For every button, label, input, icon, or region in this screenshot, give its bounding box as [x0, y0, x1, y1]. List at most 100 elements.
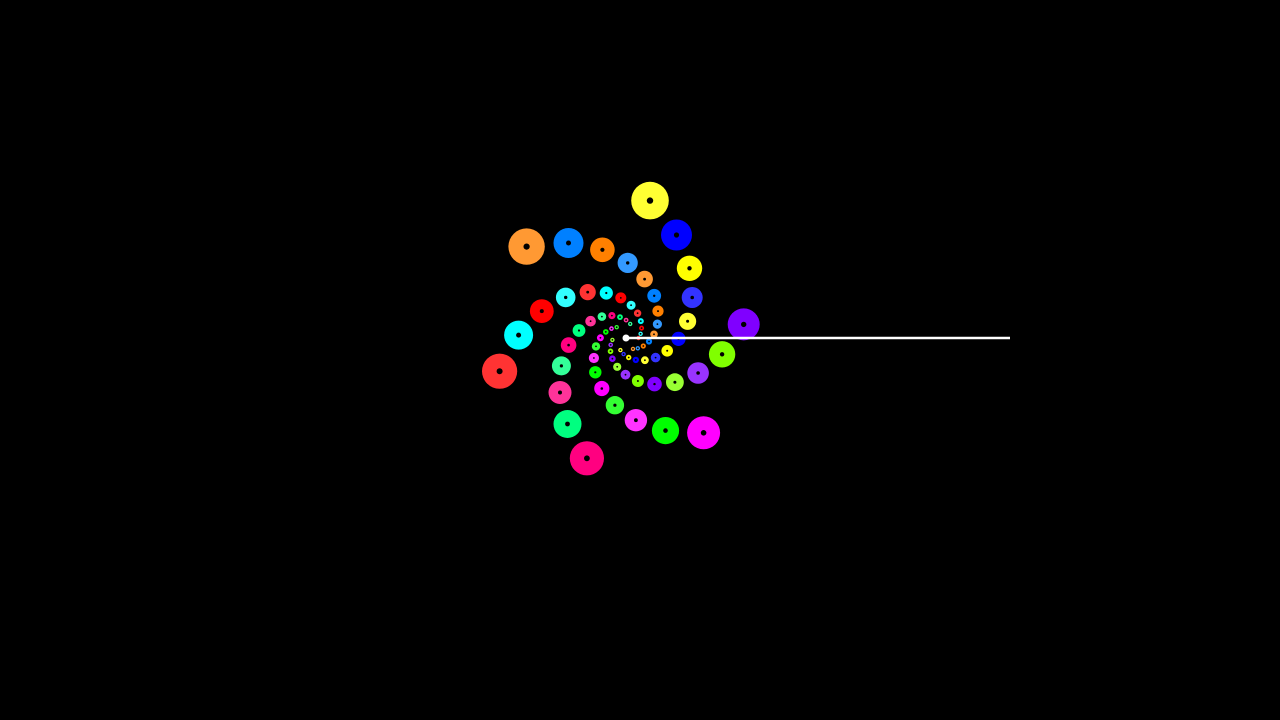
spiral-dot	[589, 366, 602, 379]
spiral-dot-hole	[719, 352, 725, 357]
spiral-dot	[588, 352, 600, 364]
dots-layer	[482, 181, 760, 476]
spiral-dot	[652, 305, 664, 317]
spiral-dot	[572, 324, 586, 337]
spiral-dot	[608, 342, 613, 348]
spiral-dot-hole	[666, 349, 669, 352]
spiral-dot-hole	[630, 304, 632, 307]
spiral-dot	[645, 338, 653, 345]
spiral-dot-hole	[604, 331, 607, 333]
spiral-dot	[640, 343, 646, 349]
spiral-dot-hole	[644, 359, 646, 362]
spiral-dot	[632, 356, 639, 364]
spiral-dot	[631, 375, 644, 387]
spiral-dot-hole	[559, 364, 564, 368]
spiral-dot-hole	[523, 243, 530, 250]
spiral-dot-hole	[653, 382, 656, 386]
spiral-dot-hole	[639, 332, 642, 335]
spiral-dot	[553, 228, 584, 258]
spiral-dot-hole	[589, 320, 592, 323]
spiral-dot	[687, 362, 709, 384]
spiral-dot	[617, 314, 623, 320]
spiral-dot-hole	[619, 297, 622, 299]
spiral-dot-hole	[558, 390, 562, 395]
spiral-dot	[555, 287, 576, 308]
spiral-dot-hole	[611, 339, 614, 341]
spiral-dot-hole	[593, 357, 595, 359]
spiral-dot-hole	[636, 380, 639, 382]
spiral-dot	[603, 329, 609, 335]
spiral-dot-hole	[653, 333, 655, 336]
spiral-dot	[590, 237, 615, 263]
spiral-dot	[614, 325, 619, 330]
spiral-dot	[626, 354, 632, 361]
spiral-dot	[551, 356, 571, 376]
spiral-dot	[529, 299, 554, 323]
spiral-dot	[610, 337, 615, 343]
spiral-dot-hole	[690, 295, 694, 300]
spiral-dot	[504, 320, 534, 350]
spiral-dot	[623, 317, 629, 323]
spiral-dot	[591, 342, 601, 351]
spiral-dot-hole	[687, 266, 692, 271]
spiral-dot-hole	[700, 430, 707, 436]
spiral-dot-hole	[577, 329, 581, 332]
spiral-dot-hole	[639, 320, 642, 322]
spiral-dot-hole	[646, 197, 654, 204]
spiral-dot-hole	[626, 261, 630, 265]
spiral-dot	[624, 409, 648, 432]
spiral-dot-hole	[584, 455, 590, 462]
spiral-dot-hole	[611, 314, 613, 317]
spiral-dot-hole	[566, 240, 571, 246]
spiral-dot	[597, 312, 607, 321]
spiral-dot	[635, 346, 640, 351]
spiral-dot	[609, 326, 614, 331]
spiral-dot	[621, 351, 626, 357]
spiral-dot-hole	[601, 315, 603, 318]
spiral-dot-hole	[648, 340, 650, 343]
spiral-dot-hole	[594, 371, 597, 374]
spiral-dot	[727, 308, 760, 341]
spiral-dot-hole	[496, 368, 503, 375]
spiral-dot	[628, 321, 633, 327]
spiral-dot-hole	[600, 387, 604, 390]
spiral-dot-hole	[615, 326, 618, 329]
spiral-dot-hole	[609, 344, 612, 346]
spiral-dot	[579, 284, 596, 301]
spiral-dot	[661, 345, 673, 357]
spiral-dot	[708, 341, 736, 368]
spiral-dot	[585, 315, 596, 327]
spiral-dot-hole	[611, 357, 614, 360]
spiral-dot-hole	[600, 247, 605, 252]
spiral-dot-hole	[657, 310, 659, 313]
spiral-dot-hole	[599, 336, 602, 339]
spiral-dot-hole	[636, 312, 639, 315]
spiral-dot-hole	[656, 323, 659, 325]
spiral-dot-hole	[636, 347, 639, 350]
spiral-dot	[620, 369, 631, 380]
spiral-dot	[626, 300, 636, 310]
spiral-dot	[618, 347, 623, 353]
spiral-dot-hole	[595, 345, 597, 348]
spiral-dot	[636, 270, 653, 288]
spiral-dot-hole	[634, 359, 637, 361]
spiral-dot-hole	[567, 343, 570, 347]
spiral-dot	[676, 255, 703, 281]
spiral-dot	[650, 330, 658, 339]
spiral-dot-hole	[605, 291, 608, 295]
spiral-dot	[594, 380, 610, 397]
spiral-dot-hole	[640, 327, 643, 329]
spiral-dot	[637, 318, 644, 325]
spiral-dot	[679, 312, 697, 330]
spiral-dot-hole	[564, 295, 568, 300]
spiral-dot	[560, 337, 577, 353]
center-point	[622, 334, 630, 342]
spiral-dot-hole	[565, 421, 570, 427]
spiral-dot-hole	[629, 323, 632, 325]
spiral-dot-hole	[624, 373, 627, 376]
spiral-dot-hole	[632, 348, 634, 350]
spiral-dot-hole	[654, 356, 657, 359]
spiral-dot-hole	[634, 418, 638, 423]
spiral-dot-hole	[643, 277, 646, 281]
